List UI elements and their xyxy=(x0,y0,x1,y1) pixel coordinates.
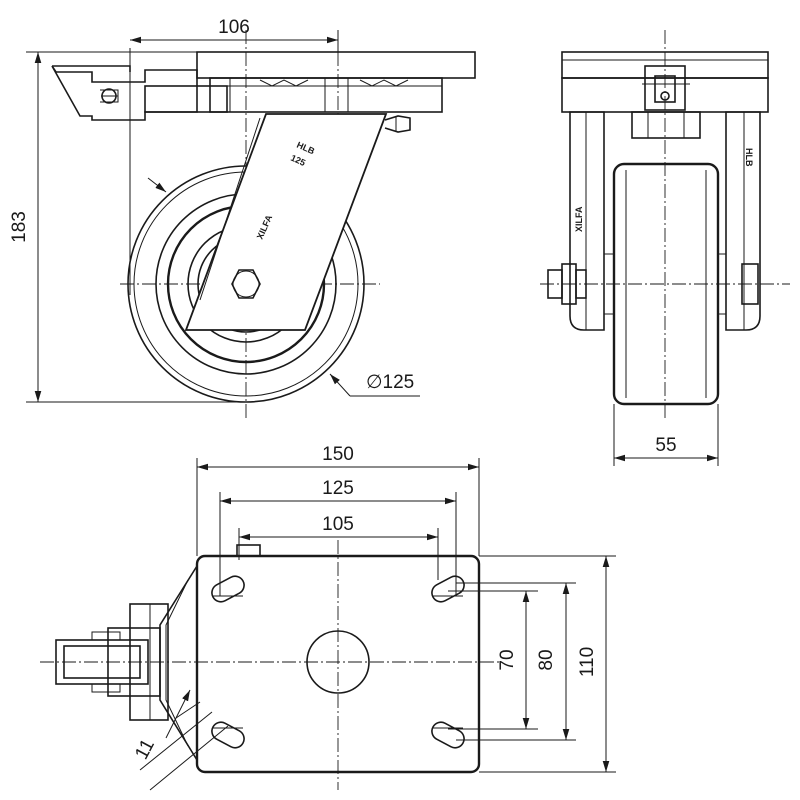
dimension-label-55: 55 xyxy=(655,435,676,456)
dimension-label-diameter: ∅125 xyxy=(366,372,414,393)
dimension-105: 105 xyxy=(238,514,439,580)
dimension-110: 110 xyxy=(479,555,616,773)
dimension-106: 106 xyxy=(129,17,339,295)
dimension-150: 150 xyxy=(196,444,480,556)
dimension-11: 11 xyxy=(131,689,229,791)
dimension-label-80: 80 xyxy=(536,649,557,670)
dimension-label-70: 70 xyxy=(497,649,518,670)
dimension-125: 125 xyxy=(219,478,457,596)
dimension-label-150: 150 xyxy=(322,444,354,465)
dimension-diameter: ∅125 xyxy=(147,177,420,397)
top-view: 150 125 105 70 80 xyxy=(40,444,616,791)
side-view: HLB 125 XILFA 106 183 ∅125 xyxy=(9,17,476,420)
dimension-label-11: 11 xyxy=(131,736,159,763)
dimension-label-125: 125 xyxy=(322,478,354,499)
front-view: HLB XILFA 55 xyxy=(540,30,790,466)
dimension-70: 70 xyxy=(448,590,538,730)
dimension-label-105: 105 xyxy=(322,514,354,535)
front-brand-marking: XILFA xyxy=(574,206,584,232)
dimension-label-110: 110 xyxy=(577,647,598,677)
dimension-183: 183 xyxy=(9,51,246,403)
dimension-80: 80 xyxy=(456,582,576,741)
front-model-marking: HLB xyxy=(744,148,754,167)
dimension-label-183: 183 xyxy=(9,211,30,243)
dimension-55: 55 xyxy=(613,404,719,466)
dimension-label-106: 106 xyxy=(218,17,250,38)
bolt-slots xyxy=(211,575,465,749)
